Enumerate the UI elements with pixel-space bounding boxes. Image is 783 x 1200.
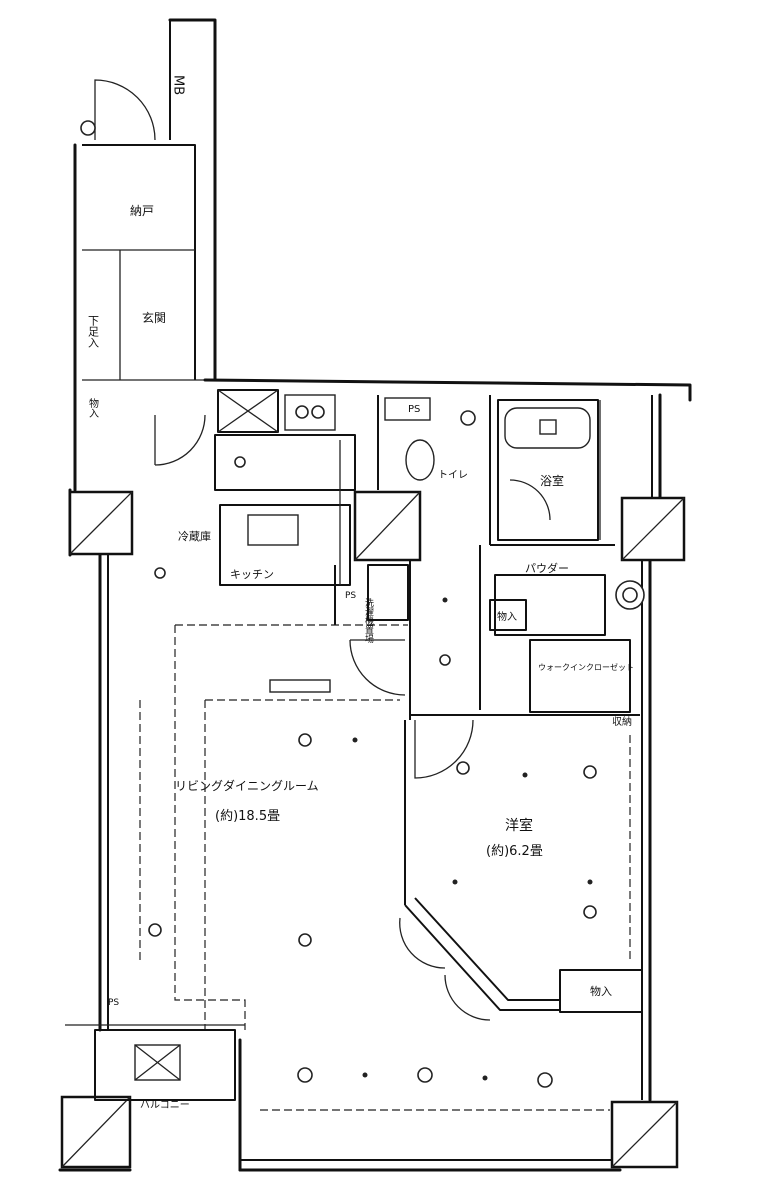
western-area-label: (約)6.2畳	[486, 844, 543, 859]
kitchen-label: キッチン	[230, 568, 274, 581]
entry-door	[80, 79, 156, 141]
wic-label: ウォークインクローゼット	[538, 662, 634, 672]
powder-label: パウダー	[525, 561, 569, 575]
door-swings	[154, 414, 551, 1021]
outer-walls	[58, 378, 692, 1172]
wet-area-walls	[377, 395, 645, 713]
genkan-label: 玄関	[142, 310, 166, 325]
room-labels: MB 納戸 下足入 玄関 物入 キッチン 冷蔵庫 PS トイレ 浴室 パウダー …	[87, 75, 635, 1111]
storage-label: 収納	[612, 715, 632, 728]
storage-room-label: 納戸	[130, 204, 154, 218]
bathroom-label: 浴室	[540, 473, 564, 488]
ldk-area-label: (約)18.5畳	[215, 809, 280, 824]
kitchen-walls	[214, 389, 356, 586]
refrigerator-label: 冷蔵庫	[178, 529, 211, 543]
balcony-walls	[65, 679, 331, 1101]
western-name-label: 洋室	[505, 817, 533, 834]
washer-label: 洗濯機置場	[363, 597, 374, 644]
closet-label-entry: 物入	[87, 397, 99, 418]
closet-label-bedroom: 物入	[590, 984, 612, 998]
ps-label-2: PS	[345, 591, 356, 601]
balcony-label: バルコニー	[140, 1099, 190, 1111]
interior-walls	[334, 545, 643, 1013]
shoe-box-label: 下足入	[87, 315, 100, 348]
toilet-label: トイレ	[438, 470, 468, 481]
ldk-name-label: リビングダイニングルーム	[175, 778, 319, 793]
ldk-dashed-outline	[139, 624, 631, 1111]
mb-label: MB	[171, 75, 186, 95]
ps-label-3: PS	[108, 998, 119, 1008]
ceiling-lights	[148, 456, 597, 1088]
north-wing-walls	[73, 18, 217, 492]
structural-columns	[60, 490, 686, 1169]
ps-label-1: PS	[408, 404, 420, 415]
closet-label-hall: 物入	[497, 610, 517, 623]
